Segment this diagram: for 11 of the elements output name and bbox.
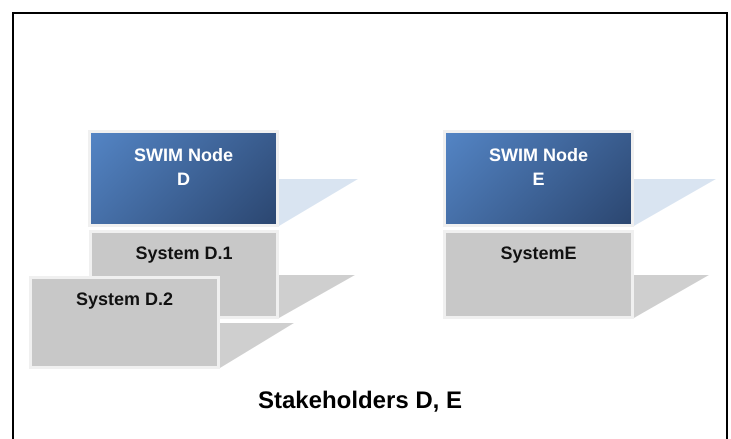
node-box xyxy=(88,130,279,227)
box-label: SystemE xyxy=(499,242,578,265)
node-box xyxy=(443,130,634,227)
box-label: SWIM Node D xyxy=(134,144,234,191)
box-label: System D.2 xyxy=(74,288,174,311)
box-label: System D.1 xyxy=(134,242,234,265)
system-box xyxy=(89,230,279,276)
box-label: SWIM Node E xyxy=(488,144,588,191)
system-box xyxy=(443,230,634,319)
system-box xyxy=(29,276,220,369)
caption: Stakeholders D, E xyxy=(256,386,464,416)
